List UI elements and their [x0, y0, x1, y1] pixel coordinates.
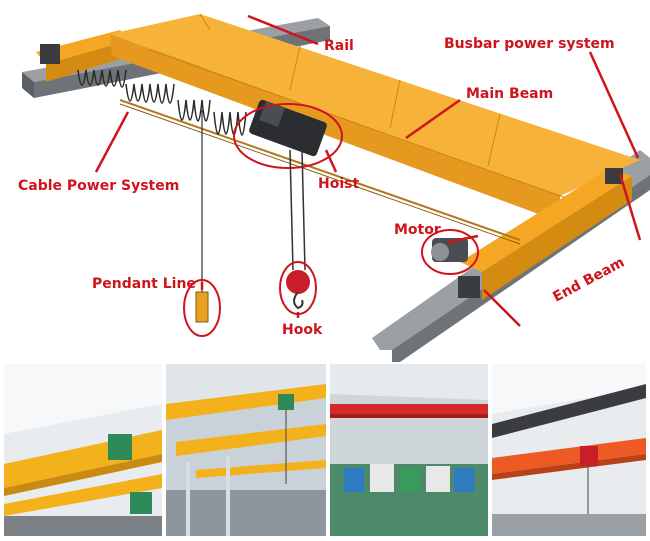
crane-diagram: Rail Busbar power system Main Beam Cable… [18, 13, 650, 362]
busbar-line [119, 99, 521, 241]
pointer-lines [94, 14, 642, 327]
main-beam [110, 13, 640, 222]
hoist-highlight-circle [233, 103, 343, 169]
label-pendant-line: Pendant Line [92, 276, 196, 292]
label-hoist: Hoist [318, 176, 359, 192]
hook-assembly [286, 149, 310, 310]
left-end-beam [36, 30, 130, 82]
label-cable-power-system: Cable Power System [18, 178, 179, 194]
label-busbar: Busbar power system [444, 36, 615, 52]
label-end-beam: End Beam [550, 254, 627, 305]
orange-crane-photo [492, 364, 646, 536]
right-end-beam [458, 168, 632, 300]
photo-strip [0, 364, 650, 541]
motor-highlight-circle [421, 229, 479, 275]
label-rail: Rail [324, 38, 354, 54]
label-motor: Motor [394, 222, 441, 238]
pendant-assembly [195, 110, 209, 323]
red-crane-warehouse-photo [330, 364, 488, 536]
cable-festoon [77, 69, 247, 136]
yellow-crane-photo [4, 364, 162, 536]
label-main-beam: Main Beam [466, 86, 553, 102]
motor [431, 238, 468, 262]
pendant-highlight-circle [183, 279, 221, 337]
yellow-crane-workshop-photo [166, 364, 326, 536]
label-hook: Hook [282, 322, 323, 338]
